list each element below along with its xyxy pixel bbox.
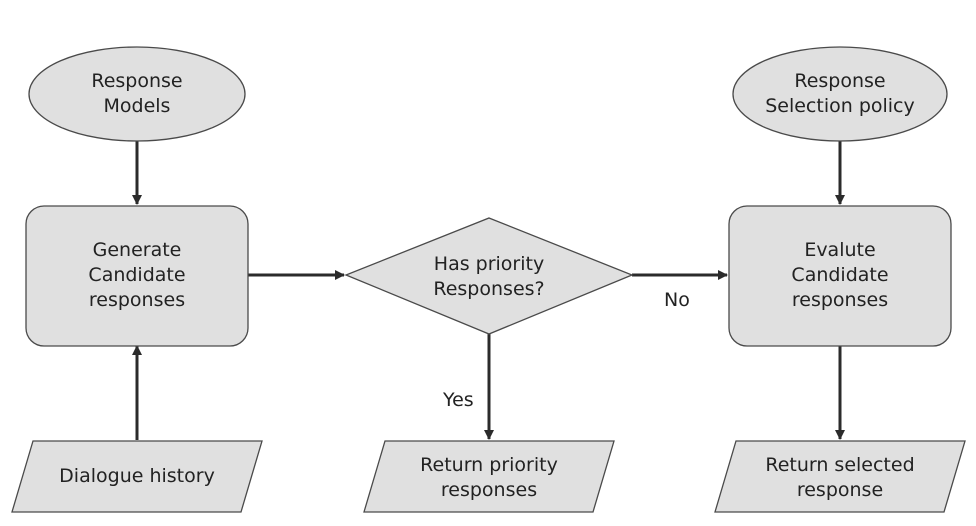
node-evaluate-candidates: Evalute Candidate responses — [728, 205, 952, 347]
edge-label-yes: Yes — [442, 389, 474, 411]
node-return-priority: Return priority responses — [363, 440, 615, 513]
node-dialogue-history: Dialogue history — [11, 440, 263, 513]
node-evaluate-line-1: Evalute — [804, 239, 875, 261]
node-return-selected-line-1: Return selected — [765, 454, 914, 476]
node-generate-candidates: Generate Candidate responses — [25, 205, 249, 347]
node-response-models: Response Models — [28, 46, 246, 142]
node-return-priority-line-1: Return priority — [420, 454, 558, 476]
node-generate-line-1: Generate — [93, 239, 182, 261]
node-return-priority-line-2: responses — [441, 479, 537, 501]
node-selection-policy-line-2: Selection policy — [765, 95, 915, 117]
node-selection-policy-line-1: Response — [794, 70, 885, 92]
node-evaluate-line-2: Candidate — [791, 264, 888, 286]
node-decision-priority: Has priority Responses? — [344, 217, 634, 335]
edge-label-no: No — [664, 289, 690, 311]
node-return-selected: Return selected response — [714, 440, 966, 513]
node-return-selected-line-2: response — [797, 479, 883, 501]
node-response-models-line-2: Models — [104, 95, 171, 117]
node-decision-line-1: Has priority — [434, 253, 544, 275]
node-generate-line-3: responses — [89, 289, 185, 311]
node-evaluate-line-3: responses — [792, 289, 888, 311]
edges — [132, 141, 845, 440]
node-decision-line-2: Responses? — [433, 278, 544, 300]
node-response-models-line-1: Response — [91, 70, 182, 92]
node-selection-policy: Response Selection policy — [732, 46, 948, 142]
node-dialogue-history-line-1: Dialogue history — [59, 465, 215, 487]
node-generate-line-2: Candidate — [88, 264, 185, 286]
